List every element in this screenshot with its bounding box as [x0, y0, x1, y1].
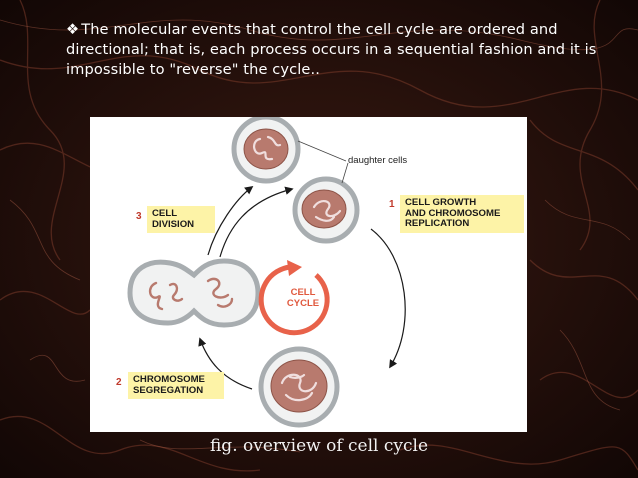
arrow-growth-to-segregation	[370, 228, 406, 369]
step-1-label: CELL GROWTH AND CHROMOSOME REPLICATION	[400, 195, 524, 233]
step-1-label-line3: REPLICATION	[405, 218, 470, 229]
cell-cycle-center-line1: CELL	[290, 287, 316, 298]
step-3-label: CELL DIVISION	[147, 206, 215, 233]
cell-cycle-center-line2: CYCLE	[286, 298, 320, 309]
dividing-cell	[127, 258, 261, 328]
daughter-cells-label: daughter cells	[348, 155, 408, 166]
step-2-label: CHROMOSOME SEGREGATION	[128, 372, 224, 399]
slide-bullet-body: The molecular events that control the ce…	[66, 21, 597, 78]
arrow-division-to-daughter-top	[207, 185, 254, 256]
step-2-label-line1: CHROMOSOME	[133, 374, 205, 385]
daughter-cell-top	[231, 117, 301, 184]
cell-cycle-arrow-icon	[258, 260, 330, 336]
cell-cycle-figure: daughter cells 1 CELL GROWTH AND CHROMOS…	[90, 117, 527, 432]
step-2-label-line2: SEGREGATION	[133, 384, 204, 396]
step-3-label-line1: CELL	[152, 208, 178, 219]
figure-caption: fig. overview of cell cycle	[209, 436, 429, 456]
step-1-label-line1: CELL GROWTH	[405, 197, 477, 208]
daughter-cells-pointer-line	[297, 140, 347, 162]
daughter-cells-pointer-line-2	[341, 162, 349, 184]
step-3-label-line2: DIVISION	[152, 218, 195, 230]
step-1-number: 1	[389, 199, 395, 210]
cell-cycle-center-label: CELL CYCLE	[280, 287, 326, 309]
bullet-diamond-icon: ❖	[66, 21, 80, 38]
segregation-cell	[258, 346, 340, 428]
arrow-division-to-daughter-right	[219, 186, 294, 258]
daughter-cell-right	[292, 176, 360, 244]
cell-cycle-diagram	[127, 117, 406, 428]
step-1-label-line2: AND CHROMOSOME	[405, 207, 501, 219]
step-2-number: 2	[116, 377, 122, 388]
arrow-segregation-to-division	[198, 337, 253, 390]
step-3-number: 3	[136, 211, 142, 222]
slide-bullet-text: ❖The molecular events that control the c…	[66, 20, 626, 80]
